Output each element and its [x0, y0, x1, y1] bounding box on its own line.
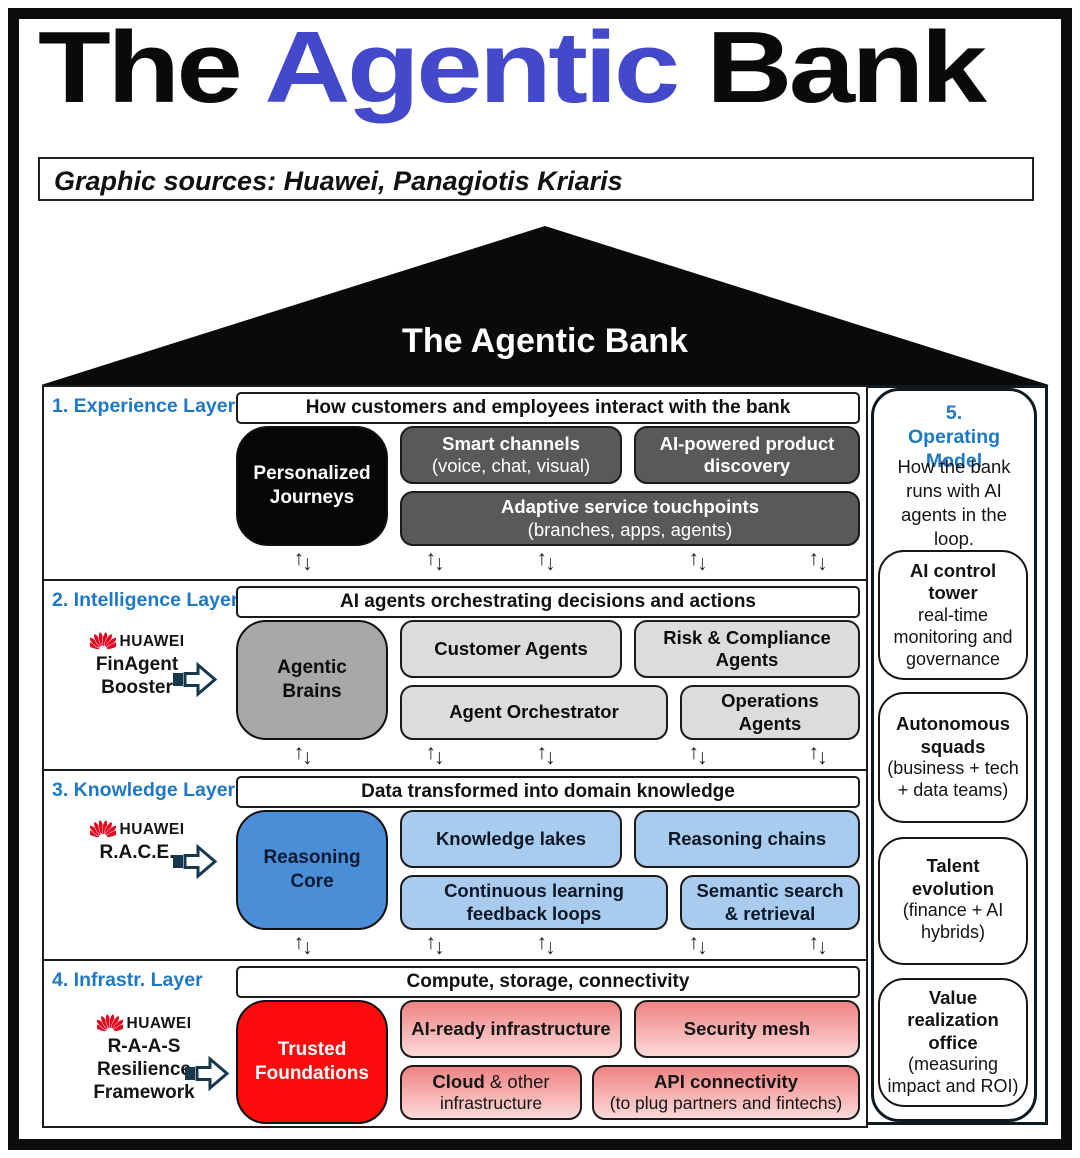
partner-product-line: R.A.C.E. — [99, 842, 175, 863]
block-arrow-icon — [173, 843, 218, 879]
knowledge-layer-section: 3. Knowledge Layer Data transformed into… — [42, 769, 868, 963]
updown-arrow-icon: ↑↓ — [425, 931, 445, 959]
huawei-race: HUAWEI R.A.C.E. — [72, 819, 202, 864]
box-api-connectivity: API connectivity (to plug partners and f… — [592, 1065, 860, 1120]
knowledge-layer-label: 3. Knowledge Layer — [52, 779, 236, 801]
title-pre: The — [38, 12, 265, 124]
huawei-brand-text: HUAWEI — [126, 1015, 192, 1032]
box-agent-orchestrator: Agent Orchestrator — [400, 685, 668, 740]
box-agentic-brains: Agentic Brains — [236, 620, 388, 740]
title-post: Bank — [676, 12, 987, 124]
experience-layer-header: How customers and employees interact wit… — [236, 392, 860, 424]
block-arrow-icon — [185, 1055, 230, 1091]
updown-arrow-icon: ↑↓ — [425, 741, 445, 769]
updown-arrow-icon: ↑↓ — [293, 547, 313, 575]
experience-layer-section: 1. Experience Layer How customers and em… — [42, 385, 868, 583]
infrastructure-layer-label: 4. Infrastr. Layer — [52, 969, 203, 991]
updown-arrow-icon: ↑↓ — [688, 547, 708, 575]
box-reasoning-chains: Reasoning chains — [634, 810, 860, 868]
box-knowledge-lakes: Knowledge lakes — [400, 810, 622, 868]
block-arrow-icon — [173, 661, 218, 697]
updown-arrow-icon: ↑↓ — [808, 741, 828, 769]
roof: The Agentic Bank — [41, 226, 1049, 385]
infrastructure-layer-header: Compute, storage, connectivity — [236, 966, 860, 998]
box-ai-ready-infrastructure: AI-ready infrastructure — [400, 1000, 622, 1058]
updown-arrow-icon: ↑↓ — [293, 741, 313, 769]
box-ai-powered-product-discovery: AI-powered product discovery — [634, 426, 860, 484]
sources-note: Graphic sources: Huawei, Panagiotis Kria… — [38, 157, 1034, 201]
partner-product-line: Booster — [101, 677, 173, 698]
huawei-brand-text: HUAWEI — [119, 633, 185, 650]
updown-arrow-icon: ↑↓ — [808, 931, 828, 959]
operating-model-label: 5. Operating Model — [907, 402, 1001, 472]
box-cloud-other-infrastructure: Cloud & other infrastructure — [400, 1065, 582, 1120]
intelligence-layer-section: 2. Intelligence Layer AI agents orchestr… — [42, 579, 868, 773]
box-operations-agents: Operations Agents — [680, 685, 860, 740]
experience-layer-label: 1. Experience Layer — [52, 395, 236, 417]
updown-arrow-icon: ↑↓ — [688, 741, 708, 769]
box-personalized-journeys: Personalized Journeys — [236, 426, 388, 546]
sources-text: Graphic sources: Huawei, Panagiotis Kria… — [54, 166, 623, 196]
partner-product-line: FinAgent — [95, 654, 179, 675]
knowledge-layer-header: Data transformed into domain knowledge — [236, 776, 860, 808]
title-accent: Agentic — [264, 12, 680, 124]
partner-product-line: R-A-A-S — [107, 1036, 181, 1057]
box-reasoning-core: Reasoning Core — [236, 810, 388, 930]
infrastructure-header-text: Compute, storage, connectivity — [406, 971, 690, 992]
huawei-logo-icon — [89, 819, 116, 838]
partner-product-line: Resilience — [97, 1059, 191, 1080]
box-risk-compliance-agents: Risk & Compliance Agents — [634, 620, 860, 678]
intelligence-header-text: AI agents orchestrating decisions and ac… — [340, 591, 756, 612]
partner-product-line: Framework — [93, 1082, 195, 1103]
operating-model-intro: How the bank runs with AI agents in the … — [897, 456, 1011, 549]
updown-arrow-icon: ↑↓ — [536, 741, 556, 769]
page-title: The Agentic Bank — [38, 15, 987, 121]
intelligence-layer-label: 2. Intelligence Layer — [52, 589, 239, 611]
intelligence-layer-header: AI agents orchestrating decisions and ac… — [236, 586, 860, 618]
updown-arrow-icon: ↑↓ — [536, 547, 556, 575]
box-semantic-search-retrieval: Semantic search & retrieval — [680, 875, 860, 930]
huawei-raas-resilience-framework: HUAWEI R-A-A-S Resilience Framework — [74, 1013, 214, 1104]
huawei-logo-icon — [96, 1013, 123, 1032]
box-customer-agents: Customer Agents — [400, 620, 622, 678]
huawei-finagent-booster: HUAWEI FinAgent Booster — [72, 631, 202, 699]
box-smart-channels: Smart channels (voice, chat, visual) — [400, 426, 622, 484]
updown-arrow-icon: ↑↓ — [425, 547, 445, 575]
box-ai-control-tower: AI control tower real-time monitoring an… — [878, 550, 1028, 680]
huawei-logo-icon — [89, 631, 116, 650]
house-body: 1. Experience Layer How customers and em… — [42, 385, 1048, 1128]
experience-header-text: How customers and employees interact wit… — [305, 397, 791, 418]
box-autonomous-squads: Autonomous squads (business + tech + dat… — [878, 692, 1028, 823]
updown-arrow-icon: ↑↓ — [293, 931, 313, 959]
infrastructure-layer-section: 4. Infrastr. Layer Compute, storage, con… — [42, 959, 868, 1128]
knowledge-header-text: Data transformed into domain knowledge — [361, 781, 735, 802]
box-continuous-learning-feedback-loops: Continuous learning feedback loops — [400, 875, 668, 930]
box-value-realization-office: Value realization office (measuring impa… — [878, 978, 1028, 1107]
box-security-mesh: Security mesh — [634, 1000, 860, 1058]
box-talent-evolution: Talent evolution (finance + AI hybrids) — [878, 837, 1028, 965]
updown-arrow-icon: ↑↓ — [688, 931, 708, 959]
updown-arrow-icon: ↑↓ — [536, 931, 556, 959]
operating-model-panel: 5. Operating Model How the bank runs wit… — [871, 388, 1037, 1122]
huawei-brand-text: HUAWEI — [119, 821, 185, 838]
box-adaptive-service-touchpoints: Adaptive service touchpoints (branches, … — [400, 491, 860, 546]
roof-title: The Agentic Bank — [402, 322, 688, 360]
updown-arrow-icon: ↑↓ — [808, 547, 828, 575]
box-trusted-foundations: Trusted Foundations — [236, 1000, 388, 1124]
